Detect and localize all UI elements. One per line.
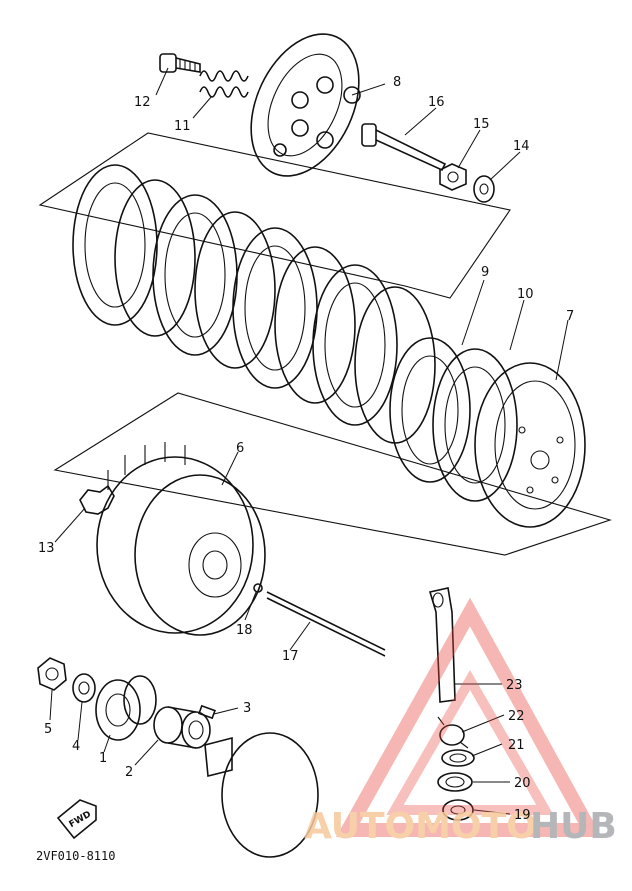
primary-drive-gear-1	[95, 675, 157, 741]
callout-13: 13	[38, 541, 55, 556]
callout-6: 6	[236, 441, 244, 456]
washer-4	[72, 673, 96, 703]
callout-4: 4	[72, 739, 80, 754]
oil-seal-20	[437, 772, 473, 792]
plate-10	[432, 348, 518, 502]
push-lever-23	[428, 587, 456, 703]
plates-frame-upper	[38, 132, 511, 299]
callout-23: 23	[506, 678, 523, 693]
callout-21: 21	[508, 738, 525, 753]
bolt-12	[159, 53, 201, 73]
callout-2: 2	[125, 765, 133, 780]
spring-22	[437, 716, 469, 749]
callout-11: 11	[174, 119, 191, 134]
callout-5: 5	[44, 722, 52, 737]
callout-16: 16	[428, 95, 445, 110]
callout-17: 17	[282, 649, 299, 664]
plate-9	[389, 337, 471, 483]
leader-lines	[49, 67, 569, 815]
callout-3: 3	[243, 701, 251, 716]
friction-plates-stack	[72, 164, 436, 444]
callout-20: 20	[514, 776, 531, 791]
callout-12: 12	[134, 95, 151, 110]
clutch-housing-6	[96, 442, 266, 636]
callout-14: 14	[513, 139, 530, 154]
fwd-label: FWD	[68, 810, 93, 830]
callout-15: 15	[473, 117, 490, 132]
lock-washer-13	[79, 484, 115, 515]
callout-7: 7	[566, 309, 574, 324]
nut-5	[37, 657, 67, 691]
boss-frame-lower	[53, 392, 612, 556]
nut-15	[439, 163, 467, 191]
push-rod-16	[361, 123, 447, 172]
oil-seal-21	[441, 749, 475, 767]
key-3	[198, 704, 216, 720]
callout-10: 10	[517, 287, 534, 302]
watermark-auto: AUTOMOTO	[304, 806, 537, 847]
callout-22: 22	[508, 709, 525, 724]
callout-labels: 12 11 8 16 15 14 9 10 7 6 13 18 17 5 4 1…	[38, 75, 574, 823]
callout-18: 18	[236, 623, 253, 638]
callout-8: 8	[393, 75, 401, 90]
washer-14	[473, 175, 495, 203]
watermark-hub: HUB	[530, 806, 617, 847]
ball-18	[253, 583, 263, 593]
fwd-arrow: FWD	[56, 799, 97, 840]
spring-11	[199, 70, 249, 98]
watermark: AUTOMOTO HUB	[304, 597, 617, 847]
push-rod-17	[266, 591, 386, 657]
callout-1: 1	[99, 751, 107, 766]
clutch-boss-7	[474, 362, 586, 528]
collar-2	[153, 706, 211, 749]
callout-9: 9	[481, 265, 489, 280]
crankshaft-web	[204, 732, 319, 858]
diagram-code: 2VF010-8110	[36, 849, 115, 863]
bearing-19	[442, 799, 474, 821]
callout-19: 19	[514, 808, 531, 823]
pressure-plate-8	[250, 33, 361, 177]
